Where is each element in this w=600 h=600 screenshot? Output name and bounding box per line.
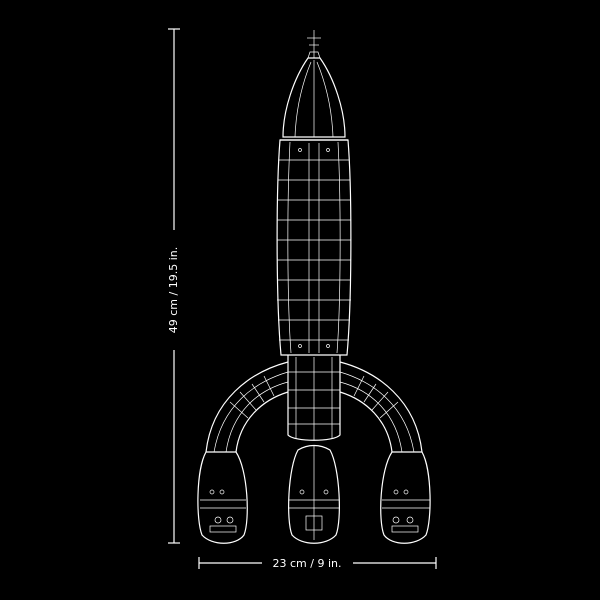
rocket-antenna [307, 30, 321, 59]
rocket-left-pod [197, 451, 248, 544]
rocket-right-fin [339, 361, 423, 453]
rocket-upper-body [276, 139, 352, 356]
rocket-drawing [197, 30, 431, 544]
rocket-left-fin [205, 361, 289, 453]
height-dimension: 49 cm / 19.5 in. [167, 28, 180, 544]
rocket-lower-body [287, 355, 341, 441]
height-label: 49 cm / 19.5 in. [167, 247, 180, 333]
width-label: 23 cm / 9 in. [273, 557, 342, 570]
rocket-right-pod [380, 451, 431, 544]
width-dimension: 23 cm / 9 in. [198, 557, 437, 570]
rocket-center-pod [288, 444, 340, 544]
rocket-nose-cone [280, 57, 348, 141]
